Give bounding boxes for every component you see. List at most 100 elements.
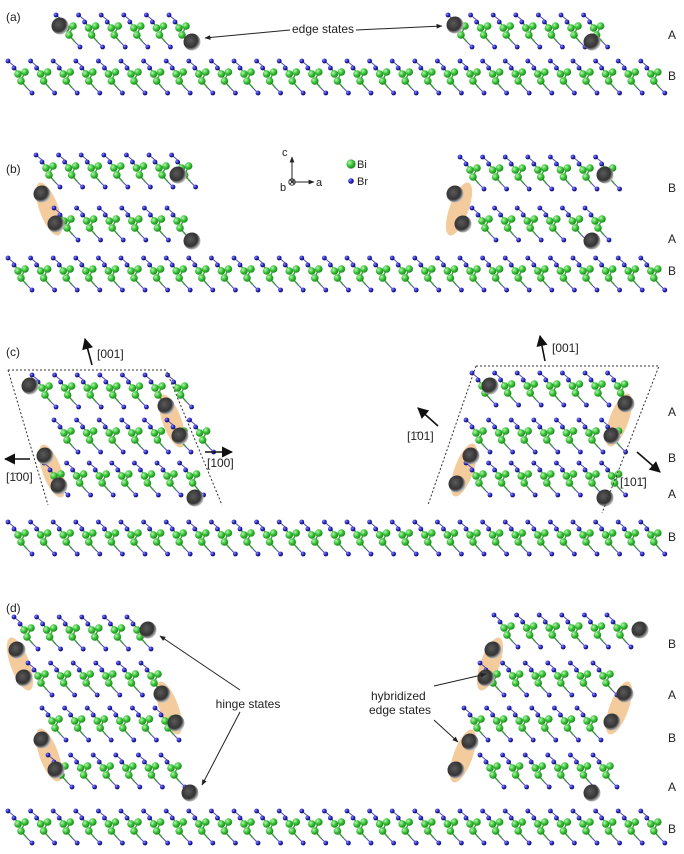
bi-atom	[130, 77, 138, 85]
br-atom	[108, 737, 114, 743]
br-atom	[53, 12, 59, 18]
br-atom	[551, 759, 557, 765]
br-atom	[463, 815, 469, 821]
br-atom	[346, 90, 351, 96]
bi-atom	[64, 164, 73, 172]
br-atom	[555, 492, 561, 498]
bi-atom	[514, 77, 522, 85]
br-atom	[531, 460, 537, 466]
br-atom	[305, 815, 311, 821]
bi-atom	[134, 68, 142, 76]
bi-atom	[117, 162, 125, 170]
br-atom	[278, 90, 283, 96]
edge-state-marker	[8, 641, 26, 659]
bi-atom	[195, 429, 204, 437]
br-atom	[29, 90, 35, 96]
br-atom	[536, 12, 541, 18]
layer-label-d-2: A	[668, 688, 676, 702]
br-atom	[574, 705, 580, 711]
br-atom	[144, 12, 149, 18]
bi-atom	[105, 679, 113, 687]
br-atom	[368, 840, 374, 846]
br-atom	[121, 404, 127, 410]
br-atom	[459, 287, 464, 293]
br-atom	[254, 808, 259, 814]
bi-atom	[95, 472, 103, 480]
bi-atom	[66, 529, 74, 537]
br-atom	[144, 667, 150, 673]
bi-atom	[66, 265, 74, 273]
bi-atom	[127, 70, 135, 78]
br-atom	[231, 808, 237, 814]
br-atom	[215, 815, 220, 821]
br-atom	[578, 449, 583, 455]
br-atom	[170, 424, 176, 430]
br-atom	[599, 161, 604, 167]
bi-atom	[106, 384, 114, 392]
bi-atom	[616, 631, 624, 639]
br-atom	[554, 262, 559, 268]
br-atom	[124, 152, 129, 158]
br-atom	[328, 65, 333, 71]
layer-label-b-3: B	[668, 264, 676, 278]
bi-atom	[60, 384, 69, 392]
bi-atom	[356, 827, 364, 835]
bi-atom	[67, 215, 75, 223]
br-atom	[570, 58, 576, 64]
bi-atom	[378, 77, 387, 85]
br-atom	[418, 65, 424, 71]
br-atom	[69, 784, 75, 790]
br-atom	[86, 460, 92, 466]
bi-atom	[491, 538, 500, 546]
br-atom	[457, 808, 463, 814]
bi-atom	[220, 274, 229, 282]
br-atom	[186, 519, 192, 525]
br-atom	[82, 19, 87, 25]
bi-atom	[469, 173, 477, 181]
br-atom	[90, 712, 96, 718]
br-atom	[164, 205, 170, 211]
edge-arrow-right	[355, 23, 443, 31]
bi-atom	[337, 529, 346, 537]
bi-atom	[450, 68, 459, 76]
bi-atom	[83, 762, 92, 770]
dir-101-arrow	[636, 451, 661, 473]
br-atom	[469, 424, 475, 430]
bi-atom	[579, 267, 587, 275]
bi-atom	[152, 24, 161, 32]
br-atom	[502, 519, 508, 525]
br-atom	[580, 712, 586, 718]
br-atom	[328, 815, 333, 821]
bi-atom	[66, 68, 74, 76]
br-atom	[457, 154, 463, 160]
br-atom	[531, 526, 537, 532]
br-atom	[113, 752, 119, 758]
bi-atom	[121, 479, 129, 487]
br-atom	[143, 449, 149, 455]
bi-atom	[102, 470, 110, 478]
br-atom	[98, 449, 103, 455]
bi-atom	[541, 164, 549, 172]
bi-atom	[501, 470, 510, 478]
bi-atom	[308, 267, 316, 275]
bi-atom	[176, 224, 184, 232]
bi-atom	[134, 529, 142, 537]
bi-atom	[102, 771, 110, 779]
br-atom	[97, 372, 103, 378]
bi-atom	[109, 391, 117, 399]
br-atom	[501, 784, 507, 790]
bi-atom	[631, 68, 639, 76]
br-atom	[560, 467, 565, 473]
bi-atom	[567, 24, 575, 32]
br-atom	[644, 262, 650, 268]
bi-atom	[315, 529, 323, 537]
br-atom	[165, 551, 171, 557]
br-atom	[187, 840, 193, 846]
bi-atom	[534, 531, 542, 539]
br-atom	[328, 262, 333, 268]
br-atom	[463, 65, 469, 71]
br-atom	[543, 377, 549, 383]
br-atom	[574, 759, 579, 765]
bi-atom	[202, 427, 211, 435]
bi-atom	[67, 382, 76, 390]
